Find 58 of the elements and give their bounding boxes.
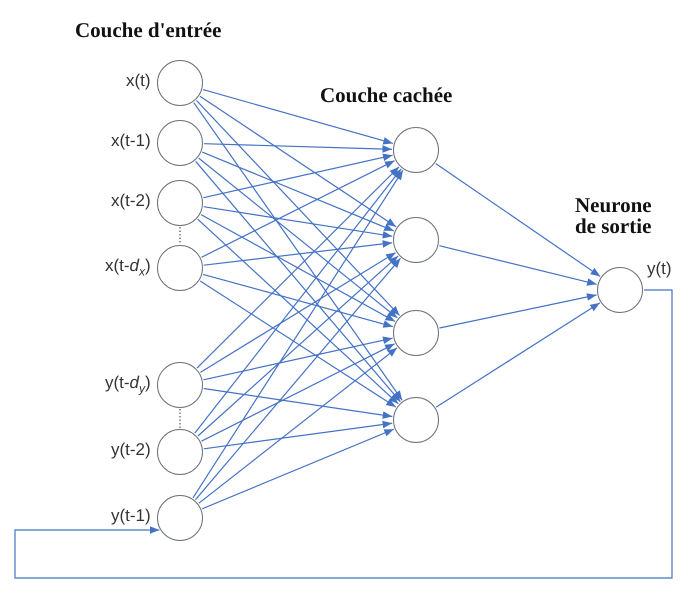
neuron-circle (393, 397, 439, 443)
neuron-label: y(t-d$_{y}$) (105, 373, 151, 398)
neuron-circle (157, 245, 203, 291)
layer-heading: Neurone de sortie (575, 195, 653, 237)
neuron-circle (157, 495, 203, 541)
arrow (193, 102, 403, 401)
arrow (202, 152, 394, 232)
arrow (202, 428, 394, 510)
arrow (198, 256, 398, 436)
arrow (194, 168, 402, 434)
arrow (201, 160, 395, 258)
layer-heading: Couche cachée (320, 85, 452, 106)
arrow (196, 166, 400, 369)
neuron-circle (157, 180, 203, 226)
neuron-circle (157, 362, 203, 408)
arrow (204, 388, 392, 419)
arrow (204, 420, 392, 450)
arrow (203, 336, 393, 380)
arrow (14, 289, 673, 579)
arrow (195, 160, 401, 402)
neuron-label: y(t-1) (111, 506, 151, 526)
arrow (197, 218, 399, 404)
arrow (202, 274, 394, 328)
arrow (201, 343, 395, 442)
arrow (439, 245, 597, 286)
arrow (196, 100, 400, 316)
neuron-label: y(t-2) (111, 440, 151, 460)
neuron-label: x(t-d$_{x}$) (105, 256, 151, 280)
neuron-label: x(t-1) (111, 131, 151, 151)
arrow (204, 143, 392, 153)
arrow (435, 163, 601, 277)
arrow (200, 96, 396, 228)
dotted-line (179, 227, 181, 244)
neuron-circle (393, 310, 439, 356)
arrow (204, 206, 392, 239)
layer-heading: Couche d'entrée (75, 20, 222, 41)
arrow (200, 214, 396, 322)
arrow (202, 89, 394, 144)
arrow (200, 280, 396, 408)
neuron-circle (393, 127, 439, 173)
arrow (203, 154, 393, 198)
arrow (200, 252, 396, 373)
neuron-circle (393, 217, 439, 263)
arrow (195, 258, 401, 500)
neuron-circle (597, 267, 643, 313)
neuron-circle (157, 429, 203, 475)
neuron-label: x(t-2) (111, 191, 151, 211)
arrow (204, 240, 392, 266)
neuron-label: y(t) (647, 259, 672, 279)
arrow (198, 158, 398, 318)
neuron-circle (157, 120, 203, 166)
neuron-label: x(t) (126, 71, 151, 91)
arrow (439, 293, 597, 329)
arrow (192, 170, 404, 498)
arrow (198, 347, 398, 504)
arrow (436, 302, 600, 408)
dotted-line (179, 409, 181, 428)
neuron-circle (157, 60, 203, 106)
